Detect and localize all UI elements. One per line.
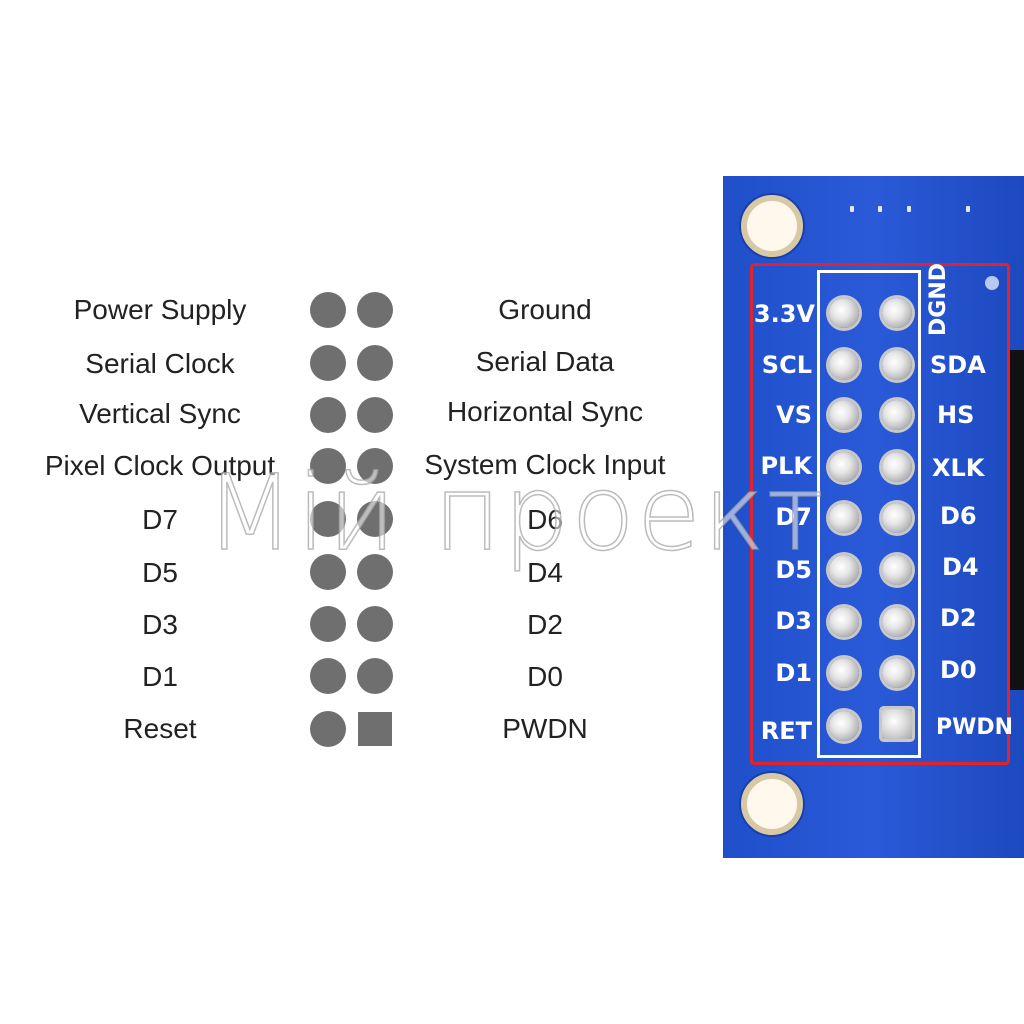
header-pin-icon <box>882 607 912 637</box>
silkscreen-label: SCL <box>761 351 812 379</box>
pin-label-left: D7 <box>142 504 178 535</box>
pin-circle-icon <box>357 501 393 537</box>
header-pin-icon <box>882 555 912 585</box>
silkscreen-label: SDA <box>930 351 986 379</box>
pin-circle-icon <box>357 292 393 328</box>
header-pin-icon <box>829 452 859 482</box>
pin-circle-icon <box>310 501 346 537</box>
led-icon <box>985 276 999 290</box>
pin-label-right: D2 <box>527 609 563 640</box>
silkscreen-label: D2 <box>940 604 977 632</box>
header-pin-icon <box>829 607 859 637</box>
pcb-board <box>723 176 1024 858</box>
smd-pad <box>907 206 911 212</box>
pin-label-left: D1 <box>142 661 178 692</box>
pin-circle-icon <box>357 658 393 694</box>
header-pin-icon <box>829 658 859 688</box>
pin-square-icon <box>358 712 392 746</box>
mounting-hole-icon <box>741 195 803 257</box>
smd-pad <box>850 206 854 212</box>
header-pin-icon <box>829 503 859 533</box>
pin-circle-icon <box>310 292 346 328</box>
pin-label-left: D3 <box>142 609 178 640</box>
smd-pad <box>878 206 882 212</box>
header-pin-icon <box>882 658 912 688</box>
pin-circle-icon <box>310 658 346 694</box>
silkscreen-label: D5 <box>775 556 812 584</box>
pin-circle-icon <box>310 397 346 433</box>
pin-circle-icon <box>310 606 346 642</box>
pin-circle-icon <box>310 711 346 747</box>
pin-label-left: Pixel Clock Output <box>44 450 276 481</box>
header-pin-icon <box>829 555 859 585</box>
silkscreen-label: D6 <box>940 502 977 530</box>
pin-label-right: D4 <box>527 557 563 588</box>
pin-header-outline <box>817 270 921 758</box>
pin-label-right: D0 <box>527 661 563 692</box>
header-pin-icon <box>882 298 912 328</box>
pin-label-right: D6 <box>527 504 563 535</box>
pin-label-right: System Clock Input <box>424 449 666 480</box>
pin-circle-icon <box>310 554 346 590</box>
header-highlight-box <box>750 263 1010 765</box>
pin-label-left: Power Supply <box>73 294 247 325</box>
pin-circle-icon <box>357 606 393 642</box>
silkscreen-label: PWDN <box>936 715 1014 740</box>
pin-label-right: Horizontal Sync <box>446 396 644 427</box>
pin-label-left: Serial Clock <box>85 348 235 379</box>
silkscreen-label: XLK <box>932 454 985 482</box>
silkscreen-label: DGND <box>926 263 951 336</box>
silkscreen-label: D1 <box>775 659 812 687</box>
header-pin-icon <box>882 452 912 482</box>
silkscreen-label: 3.3V <box>753 300 815 328</box>
pin-label-left: Reset <box>123 713 197 744</box>
header-pin-square-icon <box>882 709 912 739</box>
pin-circle-icon <box>357 554 393 590</box>
silkscreen-label: D3 <box>775 607 812 635</box>
pin-label-left: D5 <box>142 557 178 588</box>
pin-circle-icon <box>357 345 393 381</box>
silkscreen-label: RET <box>760 717 812 745</box>
pin-label-right: PWDN <box>502 713 588 744</box>
pin-label-right: Serial Data <box>475 346 615 377</box>
pin-label-left: Vertical Sync <box>79 398 241 429</box>
smd-pad <box>966 206 970 212</box>
header-pin-icon <box>882 503 912 533</box>
silkscreen-label: HS <box>937 401 975 429</box>
silkscreen-label: D4 <box>942 553 979 581</box>
pin-circle-icon <box>357 448 393 484</box>
header-pin-icon <box>882 400 912 430</box>
header-pin-icon <box>882 350 912 380</box>
pin-circle-icon <box>310 448 346 484</box>
pin-circle-icon <box>310 345 346 381</box>
mounting-hole-icon <box>741 773 803 835</box>
pin-circle-icon <box>357 397 393 433</box>
header-pin-icon <box>829 350 859 380</box>
camera-module-edge <box>1010 350 1024 690</box>
silkscreen-label: D7 <box>775 503 812 531</box>
silkscreen-label: D0 <box>940 656 977 684</box>
pin-label-right: Ground <box>498 294 592 325</box>
silkscreen-label: PLK <box>760 452 812 480</box>
silkscreen-label: VS <box>776 401 812 429</box>
header-pin-icon <box>829 400 859 430</box>
header-pin-icon <box>829 711 859 741</box>
header-pin-icon <box>829 298 859 328</box>
